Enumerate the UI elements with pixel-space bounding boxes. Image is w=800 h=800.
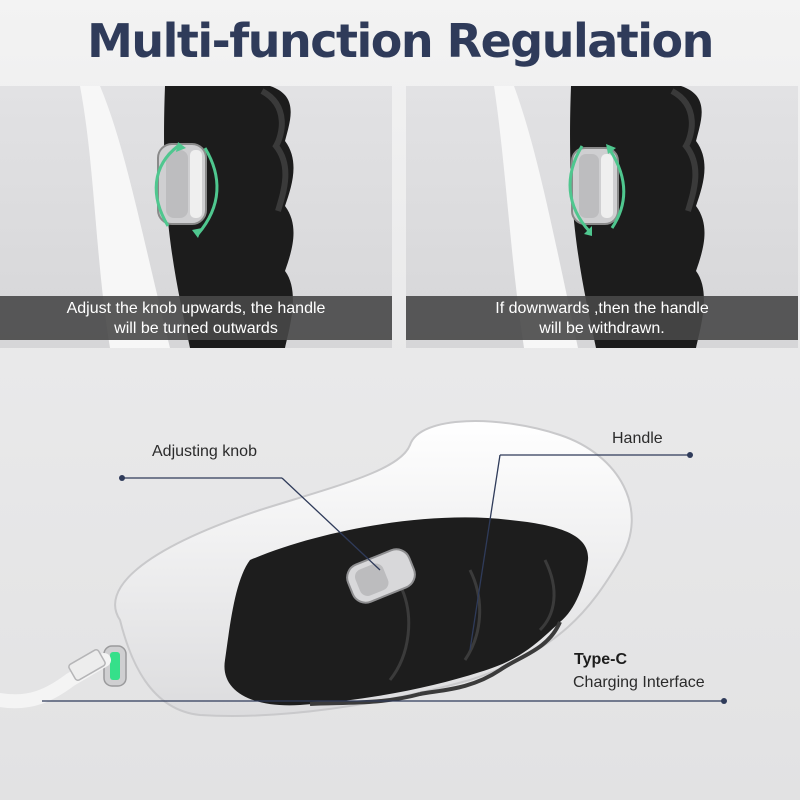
caption-band: If downwards ,then the handle will be wi…: [406, 296, 798, 340]
caption-band: Adjust the knob upwards, the handle will…: [0, 296, 392, 340]
product-illustration: [0, 420, 727, 717]
adjusting-knob-label: Adjusting knob: [152, 443, 257, 460]
caption-line-2: will be withdrawn.: [539, 320, 665, 337]
knob-down-panel: If downwards ,then the handle will be wi…: [406, 86, 798, 348]
usb-cable: [0, 653, 111, 709]
type-c-label: Type-C: [574, 651, 628, 668]
rotate-up-arrow-icon: [154, 144, 179, 227]
page-title: Multi-function Regulation: [87, 14, 714, 68]
handle-closeup-image: [80, 86, 294, 348]
caption-line-1: If downwards ,then the handle: [495, 300, 709, 317]
caption-line-1: Adjust the knob upwards, the handle: [66, 300, 326, 317]
charging-interface-label: Charging Interface: [573, 674, 705, 691]
caption-line-2: will be turned outwards: [114, 320, 278, 337]
black-grip: [224, 517, 589, 706]
handle-label: Handle: [612, 430, 663, 447]
knob-up-panel: Adjust the knob upwards, the handle will…: [0, 86, 392, 348]
handle-closeup-image: [494, 86, 705, 348]
rotate-down-arrow-icon: [568, 145, 592, 234]
